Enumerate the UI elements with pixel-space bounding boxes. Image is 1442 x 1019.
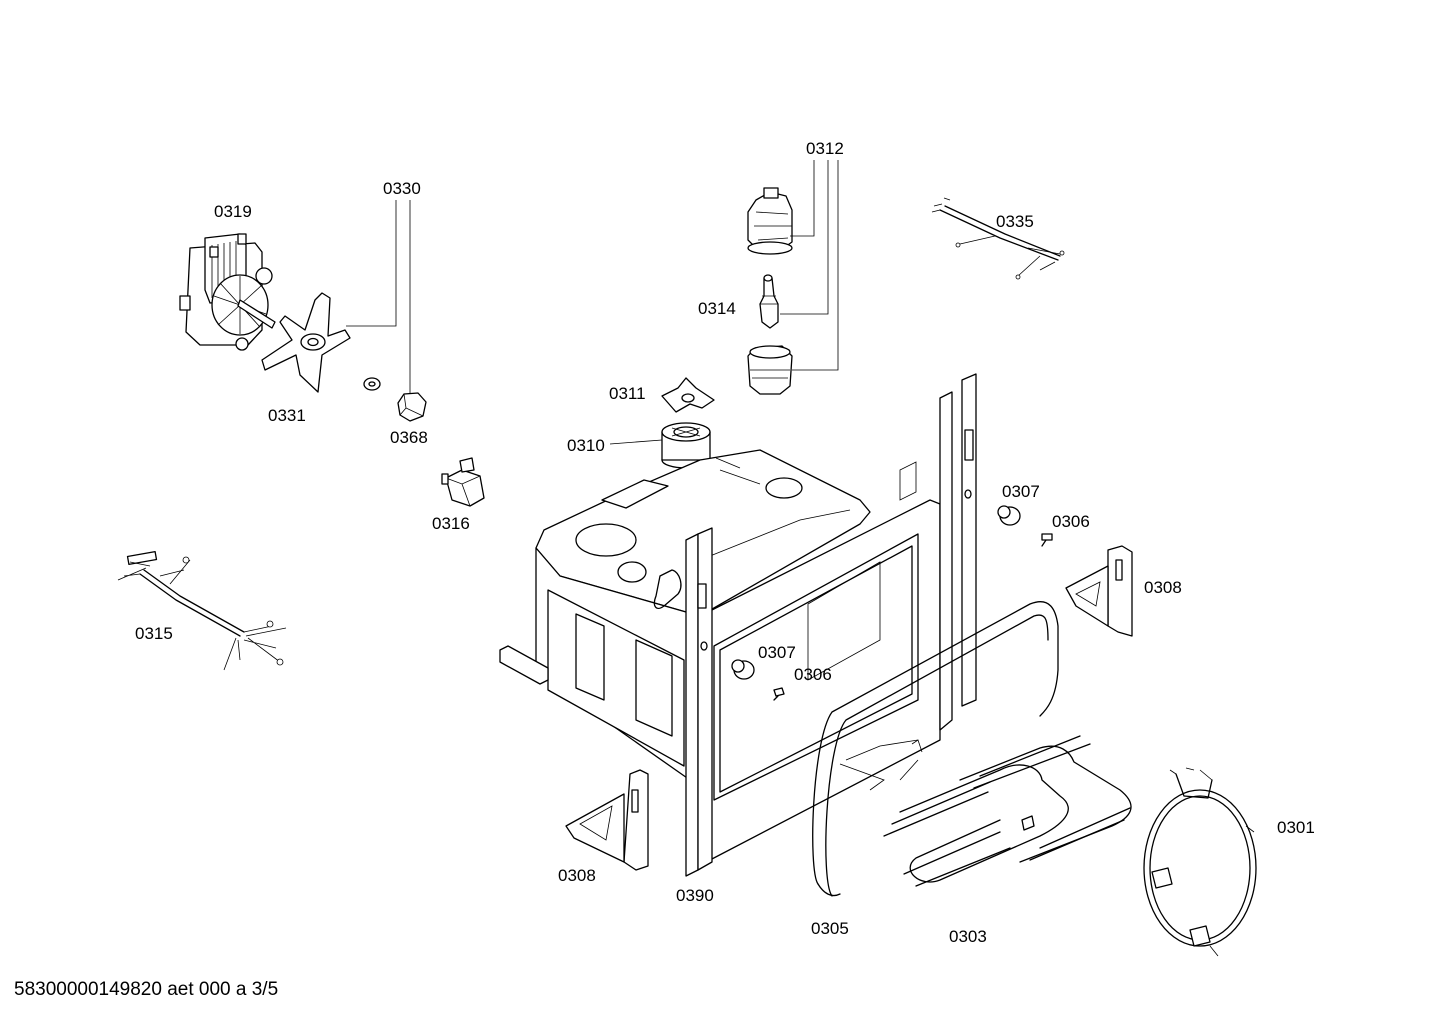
document-reference: 58300000149820 aet 000 a 3/5 [14,979,279,1000]
label-0306-center: 0306 [794,665,832,684]
label-0331: 0331 [268,406,306,425]
heater-frame-0305 [812,601,1059,897]
label-0390: 0390 [676,886,714,905]
washer-0330 [363,377,381,391]
cable-harness-0335 [931,197,1065,280]
part-labels: 0312 0330 0319 0335 0314 0331 0311 0368 … [135,139,1315,946]
label-0312: 0312 [806,139,844,158]
bracket-0308-right [1065,545,1133,637]
label-0308-right: 0308 [1144,578,1182,597]
label-0305: 0305 [811,919,849,938]
cable-harness-0315 [117,550,287,671]
flange-0310 [661,422,711,469]
cap-0307-right [997,505,1021,526]
label-0368: 0368 [390,428,428,447]
label-0315: 0315 [135,624,173,643]
oven-muffle-0390 [499,373,977,877]
label-0319: 0319 [214,202,252,221]
lamp-socket-0312 [747,187,793,255]
bracket-0308-left [565,769,649,871]
fan-blade-0331 [261,292,351,393]
label-0308-left: 0308 [558,866,596,885]
grill-heater-0303 [883,735,1132,887]
label-0306-right: 0306 [1052,512,1090,531]
ring-heater-0301 [1143,767,1257,957]
label-0314: 0314 [698,299,736,318]
label-0330: 0330 [383,179,421,198]
bulb-0314 [759,274,779,329]
fan-motor-0319 [179,233,276,351]
label-0303: 0303 [949,927,987,946]
cap-0307-center [731,659,755,680]
nut-0368 [397,392,427,422]
label-0307-center: 0307 [758,643,796,662]
screw-0306-center [773,687,785,701]
label-0311: 0311 [609,384,646,403]
label-0310: 0310 [567,436,605,455]
label-0307-right: 0307 [1002,482,1040,501]
lamp-cover-0312 [747,345,793,395]
switch-0316 [441,457,485,507]
label-0335: 0335 [996,212,1034,231]
clip-0311 [661,377,715,413]
leader-lines [346,160,839,445]
label-0301: 0301 [1277,818,1315,837]
label-0316: 0316 [432,514,470,533]
screw-0306-right [1041,533,1053,547]
